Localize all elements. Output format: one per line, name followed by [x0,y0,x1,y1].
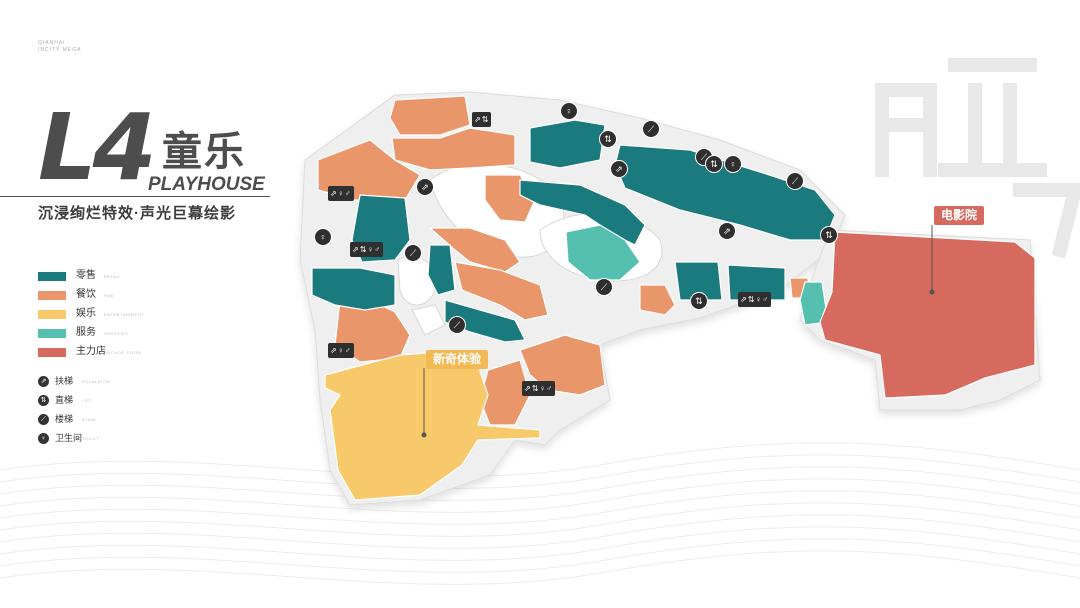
legend-sub: ENTERTAINMENT [104,312,145,317]
cinema-label[interactable]: 电影院 [934,206,985,225]
escalator-icon: ⇗ [38,376,49,387]
legend-label: 娱乐 [76,308,96,319]
facility-sub: STAIR [82,417,96,422]
toilet-icon[interactable]: ♀ [560,102,578,120]
shop-fnb [428,227,521,273]
escalator-icon[interactable]: ⇗ [610,160,628,178]
lift-icon[interactable]: ⇅ [599,130,617,148]
lift-icon[interactable]: ⇅ [820,226,838,244]
title-block: L4 童乐 PLAYHOUSE 沉浸绚烂特效·声光巨幕绘影 [0,100,300,230]
shop-retail [311,267,396,311]
shop-fnb [519,334,606,396]
escalator-icon[interactable]: ⇗ [718,222,736,240]
brand-line-2: INCITY MEGA [38,47,82,53]
shop-retail [427,244,456,296]
legend-sub: RETAIL [104,274,121,279]
facility-badge-escalator-lift-toilet[interactable]: ⇗⇅♀♂ [738,292,772,307]
cinema-pin-dot [929,289,935,295]
zone-name-en: PLAYHOUSE [148,174,265,195]
shop-services [565,224,641,281]
legend-label: 服务 [76,327,96,338]
shop-retail [529,119,606,169]
zone-name-cn: 童乐 [162,130,246,174]
stair-icon[interactable]: ⟋ [448,316,466,334]
facility-badge-escalator-toilet[interactable]: ⇗♀♂ [328,186,354,201]
shop-services [799,281,829,326]
toilet-icon: ♀ [38,433,49,444]
legend-swatch [38,310,66,319]
facility-label: 扶梯 [55,376,74,386]
legend-item-escalator: ⇗ 扶梯 ESCALATOR [38,374,218,393]
shop-fnb [454,261,549,321]
legend-item-entertainment: 娱乐 ENTERTAINMENT [38,306,218,325]
legend-sub: SERVICES [104,331,129,336]
facility-label: 直梯 [55,395,74,405]
shop-fnb [389,95,471,136]
zone-anchor-cinema [819,231,1036,399]
atrium-void-4 [411,304,446,336]
shop-fnb [391,127,516,171]
stair-icon: ⟋ [38,414,49,425]
legend-swatch [38,291,66,300]
legend-item-fnb: 餐饮 F&B [38,287,218,306]
lift-icon: ⇅ [38,395,49,406]
legend-item-stair: ⟋ 楼梯 STAIR [38,412,218,431]
shop-retail [614,144,836,241]
zone-subtitle: 沉浸绚烂特效·声光巨幕绘影 [38,205,236,222]
brand-mark: QIANHAI INCITY MEGA [38,40,81,54]
stair-icon[interactable]: ⟋ [595,278,613,296]
facility-badge-escalator-toilet[interactable]: ⇗♀♂ [328,343,354,358]
shop-retail [727,264,786,301]
facility-badge-escalator-lift-toilet[interactable]: ⇗⇅♀♂ [350,242,384,257]
facility-label: 卫生间 [55,433,83,443]
legend-swatch [38,329,66,338]
legend-sub: F&B [104,293,114,298]
facility-badge-escalator-lift-toilet[interactable]: ⇗⇅♀♂ [522,381,556,396]
title-divider [0,196,270,197]
stair-icon[interactable]: ⟋ [642,120,660,138]
escalator-icon[interactable]: ⇗ [416,178,434,196]
floor-number: L4 [38,94,157,201]
legend-item-lift: ⇅ 直梯 LIFT [38,393,218,412]
toilet-icon[interactable]: ♀ [314,228,332,246]
lift-icon[interactable]: ⇅ [705,155,723,173]
shop-fnb [639,284,676,316]
legend-item-toilet: ♀ 卫生间 TOILET [38,431,218,450]
facility-sub: TOILET [82,436,99,441]
legend-swatch [38,272,66,281]
facility-badge-escalator-lift[interactable]: ⇗⇅ [472,112,492,127]
facility-legend: ⇗ 扶梯 ESCALATOR ⇅ 直梯 LIFT ⟋ 楼梯 STAIR ♀ 卫生… [38,374,218,450]
shop-retail [674,261,723,301]
legend-label: 主力店 [76,346,106,357]
stair-icon[interactable]: ⟋ [404,244,422,262]
facility-sub: LIFT [82,398,93,403]
legend-item-services: 服务 SERVICES [38,325,218,344]
stair-icon[interactable]: ⟋ [786,172,804,190]
facility-sub: ESCALATOR [82,379,111,384]
facility-label: 楼梯 [55,414,74,424]
legend-label: 餐饮 [76,289,96,300]
novel-experience-label[interactable]: 新奇体验 [426,350,489,369]
legend-swatch [38,348,66,357]
shop-fnb [317,139,421,201]
legend-sub: ANCHOR STORE [104,350,143,355]
novel-pin-dot [421,432,427,438]
toilet-icon[interactable]: ♀ [724,155,742,173]
brand-line-1: QIANHAI [38,40,66,46]
legend-item-anchor: 主力店 ANCHOR STORE [38,344,218,363]
category-legend: 零售 RETAIL 餐饮 F&B 娱乐 ENTERTAINMENT 服务 SER… [38,268,218,363]
legend-item-retail: 零售 RETAIL [38,268,218,287]
legend-label: 零售 [76,270,96,281]
lift-icon[interactable]: ⇅ [690,292,708,310]
